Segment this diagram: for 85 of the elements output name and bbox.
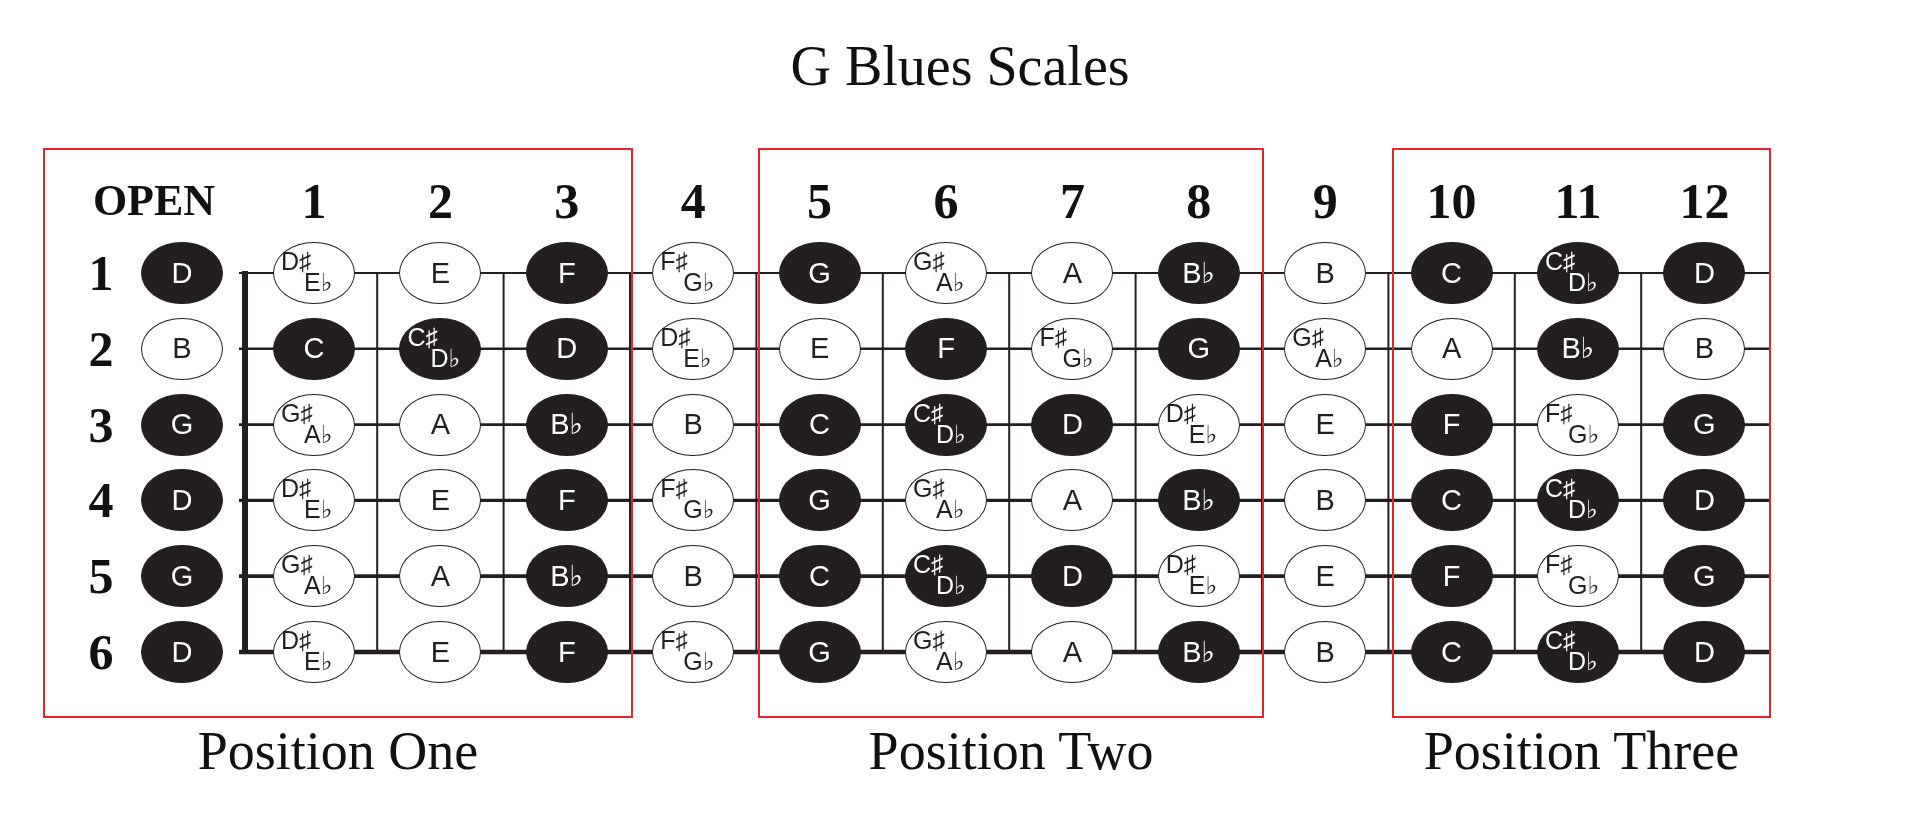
note-name: B♭ (1182, 258, 1216, 288)
position-caption: Position One (197, 724, 479, 778)
note-name: G (808, 637, 831, 667)
note-name: A (430, 410, 451, 440)
note-name: A (1441, 334, 1462, 364)
note-name: C (809, 561, 831, 591)
note-name: E♭ (1188, 573, 1218, 599)
note-name: D (556, 334, 578, 364)
fret-heading: 5 (807, 176, 833, 226)
note-name: B (1315, 258, 1335, 288)
string-number: 6 (88, 627, 114, 677)
position-caption: Position Three (1423, 724, 1740, 778)
note-name: F (557, 637, 576, 667)
note-name: B (1315, 637, 1335, 667)
fret-heading: 2 (427, 176, 453, 226)
note-name: C (809, 410, 831, 440)
note-name: A♭ (304, 573, 333, 599)
note-name: C (303, 334, 325, 364)
note-name: G (1693, 410, 1716, 440)
note-name: B (172, 334, 192, 364)
position-caption: Position Two (868, 724, 1154, 778)
note-name: D (171, 258, 193, 288)
note-name: D (1693, 258, 1715, 288)
fret-heading: OPEN (92, 179, 216, 223)
note-name: D (1693, 485, 1715, 515)
note-name: E (430, 637, 451, 667)
note-name: C (1441, 485, 1463, 515)
string-number: 3 (88, 399, 114, 450)
fret-heading: 3 (554, 176, 580, 226)
note-name: A (430, 561, 451, 591)
string-number: 4 (88, 475, 114, 526)
diagram-title: G Blues Scales (790, 38, 1130, 94)
note-name: D (171, 637, 193, 667)
fret-heading: 8 (1186, 176, 1212, 226)
string-number: 1 (88, 248, 114, 298)
note-name: B♭ (1182, 637, 1216, 667)
note-name: B♭ (1182, 485, 1216, 515)
fret-heading: 12 (1679, 176, 1730, 226)
note-name: E (809, 334, 830, 364)
note-name: D (1061, 561, 1083, 591)
note-name: F (557, 258, 576, 288)
note-name: G♯ (1292, 324, 1325, 350)
note-name: D (1061, 410, 1083, 440)
fret-heading: 9 (1312, 176, 1338, 226)
fret-heading: 11 (1554, 176, 1602, 226)
note-name: G (170, 561, 194, 591)
note-name: B♭ (1561, 334, 1595, 364)
note-name: D♭ (1568, 497, 1598, 523)
note-name: D (1693, 637, 1715, 667)
note-name: D♭ (936, 573, 966, 599)
fret-heading: 4 (680, 176, 706, 226)
string-number: 2 (88, 323, 114, 374)
note-name: A (1062, 485, 1083, 515)
note-name: G (1693, 561, 1716, 591)
note-name: E♭ (304, 497, 333, 523)
note-name: B♭ (550, 561, 584, 591)
note-name: G (808, 485, 831, 515)
note-name: G (808, 258, 831, 288)
note-name: G♯ (281, 400, 313, 426)
note-name: D (171, 485, 193, 515)
note-name: B (683, 561, 703, 591)
string-number: 5 (88, 551, 114, 602)
note-name: B (1694, 334, 1715, 364)
note-name: B (683, 410, 703, 440)
note-name: A (1062, 258, 1083, 288)
note-name: F (1442, 561, 1461, 591)
note-name: A♭ (936, 497, 965, 523)
note-name: E (430, 258, 451, 288)
note-name: C (1441, 258, 1463, 288)
note-name: B♭ (550, 410, 584, 440)
note-name: F (557, 485, 576, 515)
note-name: C (1441, 637, 1463, 667)
note-name: E (1315, 410, 1335, 440)
fret-heading: 6 (933, 176, 959, 226)
note-name: E (430, 485, 451, 515)
note-name: B (1315, 485, 1335, 515)
note-name: E (1315, 561, 1335, 591)
fret-heading: 10 (1426, 176, 1477, 226)
fret-heading: 7 (1059, 176, 1085, 226)
fret-heading: 1 (301, 176, 327, 226)
note-name: A (1062, 637, 1083, 667)
note-name: G (170, 410, 194, 440)
note-name: F (937, 334, 955, 364)
note-name: G (1187, 334, 1211, 364)
note-name: F (1442, 410, 1461, 440)
